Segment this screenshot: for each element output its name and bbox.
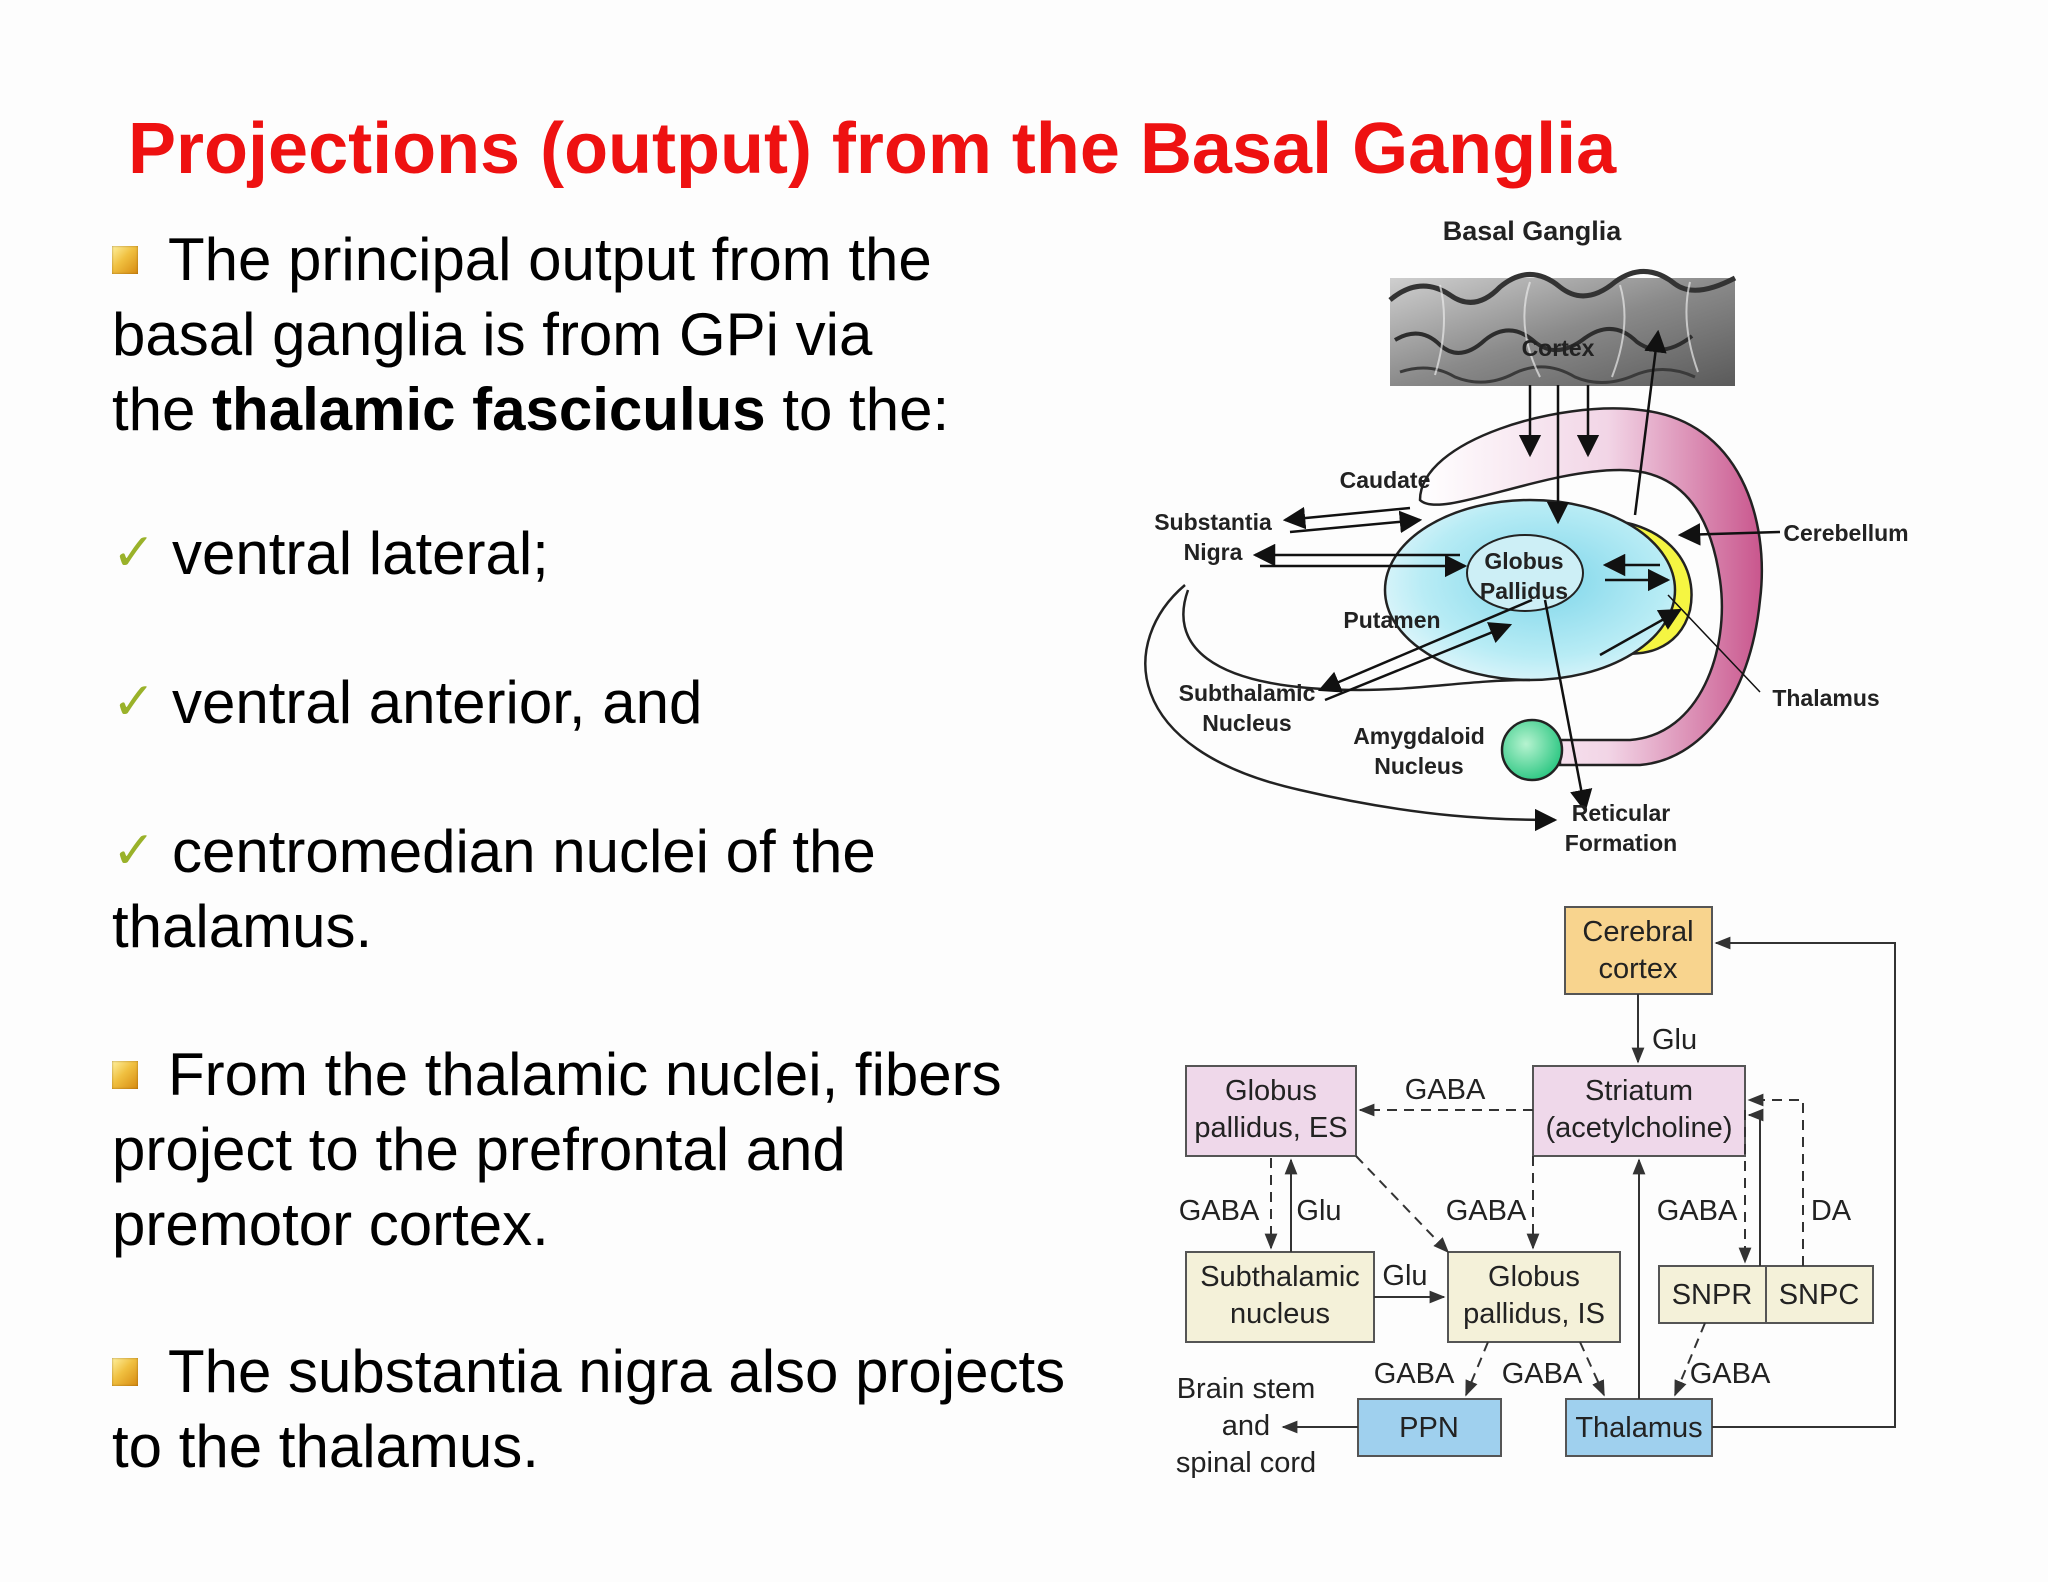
check-item: ✓ ventral lateral; (112, 516, 1122, 591)
pallidus-label: Pallidus (1480, 578, 1568, 604)
circuit-diagram: Cerebral cortex Striatum (acetylcholine)… (1176, 906, 1896, 1479)
basal-ganglia-diagram: Basal Ganglia Cortex (1144, 216, 1909, 856)
putamen-label: Putamen (1343, 607, 1440, 633)
bullet-text: The principal output from the (168, 226, 932, 293)
thalamus-box (1565, 1398, 1713, 1457)
cortex-label: Cortex (1522, 335, 1595, 361)
cerebral-cortex-box (1564, 906, 1713, 995)
nucleus-box-label: nucleus (1230, 1298, 1330, 1330)
acetylcholine-label: (acetylcholine) (1546, 1112, 1733, 1144)
gaba-edge-label: GABA (1179, 1195, 1260, 1227)
amygdaloid-nucleus-label: Nucleus (1374, 753, 1463, 779)
snpr-label: SNPR (1672, 1279, 1753, 1311)
bullet-principal-output: The principal output from the basal gang… (112, 222, 1122, 447)
bullet-square-icon (112, 1061, 138, 1089)
checkmark-icon: ✓ (112, 673, 156, 731)
caudate-label: Caudate (1340, 467, 1431, 493)
bullet-text: From the thalamic nuclei, fibers (168, 1041, 1002, 1108)
glu-edge-label: Glu (1296, 1195, 1341, 1227)
snpc-box (1765, 1265, 1874, 1324)
glu-edge-label: Glu (1382, 1260, 1427, 1292)
formation-label: Formation (1565, 830, 1677, 856)
bullet-thalamic-fibers: From the thalamic nuclei, fibers project… (112, 1037, 1122, 1262)
bullet-text: the (112, 376, 213, 443)
cortex-image (1388, 269, 1737, 386)
ppn-label: PPN (1399, 1412, 1459, 1444)
brainstem-label-3: spinal cord (1176, 1447, 1316, 1479)
subthalamic-nucleus-label: Nucleus (1202, 710, 1291, 736)
substantia-label: Substantia (1154, 509, 1272, 535)
checkmark-icon: ✓ (112, 822, 156, 880)
bullet-square-icon (112, 1358, 138, 1386)
bullet-text: premotor cortex. (112, 1191, 549, 1258)
gaba-edge-label: GABA (1690, 1358, 1771, 1390)
gaba-edge-label: GABA (1446, 1195, 1527, 1227)
checkmark-icon: ✓ (112, 524, 156, 582)
check-text: thalamus. (112, 893, 373, 960)
bullet-text: basal ganglia is from GPi via (112, 301, 873, 368)
subthalamic-box-label: Subthalamic (1200, 1261, 1360, 1293)
gp-is-label-1: Globus (1488, 1261, 1580, 1293)
gaba-edge-label: GABA (1405, 1074, 1486, 1106)
brainstem-label-2: and (1222, 1410, 1270, 1442)
thalamus-label: Thalamus (1772, 685, 1879, 711)
gp-is-label-2: pallidus, IS (1463, 1298, 1605, 1330)
gp-es-label-2: pallidus, ES (1194, 1112, 1347, 1144)
reticular-label: Reticular (1572, 800, 1670, 826)
bullet-text: project to the prefrontal and (112, 1116, 846, 1183)
bullet-substantia-nigra: The substantia nigra also projects to th… (112, 1334, 1122, 1484)
check-text: ventral anterior, and (172, 669, 703, 736)
gp-es-label-1: Globus (1225, 1075, 1317, 1107)
snpr-box (1658, 1265, 1767, 1324)
check-text: ventral lateral; (172, 520, 549, 587)
thalamus-box-label: Thalamus (1575, 1412, 1702, 1444)
da-edge-label: DA (1811, 1195, 1852, 1227)
bullet-text: The substantia nigra also projects (168, 1338, 1066, 1405)
bold-term: thalamic fasciculus (212, 376, 766, 443)
gaba-edge-label: GABA (1657, 1195, 1738, 1227)
basal-ganglia-title: Basal Ganglia (1443, 216, 1623, 246)
gaba-edge-label: GABA (1374, 1358, 1455, 1390)
snpc-label: SNPC (1779, 1279, 1860, 1311)
subthalamic-label: Subthalamic (1179, 680, 1316, 706)
slide-title: Projections (output) from the Basal Gang… (128, 109, 1617, 189)
glu-edge-label: Glu (1652, 1024, 1697, 1056)
cortex-box-label: cortex (1599, 953, 1678, 985)
cerebellum-label: Cerebellum (1783, 520, 1908, 546)
bullet-text: to the: (765, 376, 950, 443)
bullet-text: to the thalamus. (112, 1413, 539, 1480)
check-item: ✓ ventral anterior, and (112, 665, 1122, 740)
cerebral-label: Cerebral (1582, 916, 1693, 948)
gp-es-box (1185, 1065, 1357, 1157)
gaba-edge-label: GABA (1502, 1358, 1583, 1390)
globus-label: Globus (1484, 548, 1563, 574)
gp-is-box (1447, 1251, 1621, 1343)
ppn-box (1357, 1398, 1502, 1457)
brainstem-label-1: Brain stem (1177, 1373, 1316, 1405)
amygdaloid-label: Amygdaloid (1353, 723, 1485, 749)
check-text: centromedian nuclei of the (172, 818, 876, 885)
striatum-label: Striatum (1585, 1075, 1693, 1107)
check-item: ✓ centromedian nuclei of the thalamus. (112, 814, 1122, 964)
nigra-label: Nigra (1184, 539, 1243, 565)
bullet-square-icon (112, 246, 138, 274)
